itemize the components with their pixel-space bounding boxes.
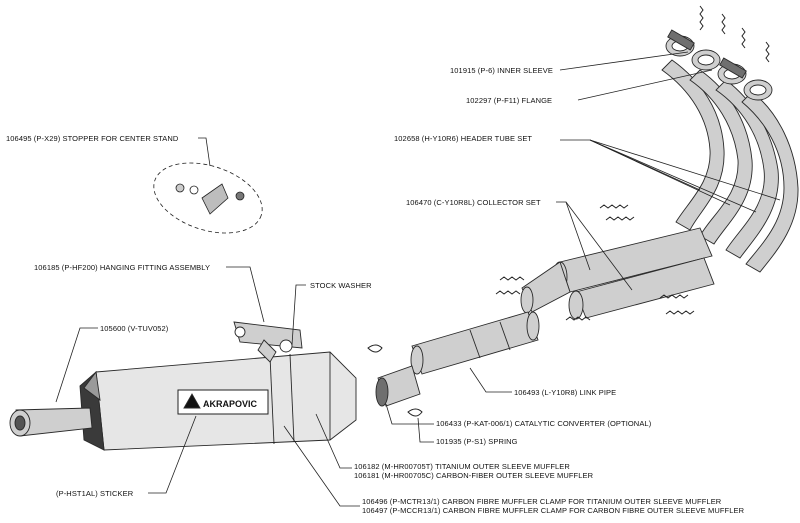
label-stopper: 106495 (P-X29) STOPPER FOR CENTER STAND	[6, 134, 179, 143]
label-header-tube-set: 102658 (H-Y10R6) HEADER TUBE SET	[394, 134, 533, 143]
collector-set	[520, 227, 715, 320]
muffler	[79, 351, 357, 451]
hanging-fitting	[233, 321, 303, 363]
label-muffler-ti: 106182 (M-HR00705T) TITANIUM OUTER SLEEV…	[354, 462, 570, 471]
label-inner-sleeve: 101915 (P-6) INNER SLEEVE	[450, 66, 553, 75]
label-link-pipe: 106493 (L-Y10R8) LINK PIPE	[514, 388, 617, 397]
spring-clips	[367, 344, 423, 417]
label-spring: 101935 (P-S1) SPRING	[436, 437, 518, 446]
label-flange: 102297 (P-F11) FLANGE	[466, 96, 553, 105]
stopper-group	[153, 162, 263, 234]
catalytic-converter	[375, 365, 421, 407]
label-hanging-fitting: 106185 (P-HF200) HANGING FITTING ASSEMBL…	[34, 263, 211, 272]
label-sticker: (P-HST1AL) STICKER	[56, 489, 134, 498]
collector-springs	[495, 204, 695, 321]
label-catalytic: 106433 (P-KAT-006/1) CATALYTIC CONVERTER…	[436, 419, 652, 428]
label-muffler-cf: 106181 (M-HR00705C) CARBON-FIBER OUTER S…	[354, 471, 594, 480]
leader-lines	[55, 51, 781, 507]
link-pipe	[410, 311, 540, 375]
label-clamp-ti: 106496 (P-MCTR13/1) CARBON FIBRE MUFFLER…	[362, 497, 722, 506]
label-stock-washer: STOCK WASHER	[310, 281, 372, 290]
label-tuv: 105600 (V-TUV052)	[100, 324, 169, 333]
flange-group	[665, 29, 773, 101]
header-springs	[699, 5, 770, 63]
label-collector-set: 106470 (C-Y10R8L) COLLECTOR SET	[406, 198, 541, 207]
tuv-tip	[9, 407, 93, 437]
header-tube-set	[661, 59, 799, 273]
label-clamp-cf: 106497 (P-MCCR13/1) CARBON FIBRE MUFFLER…	[362, 506, 745, 515]
akrapovic-logo: AKRAPOVIC	[203, 399, 258, 409]
